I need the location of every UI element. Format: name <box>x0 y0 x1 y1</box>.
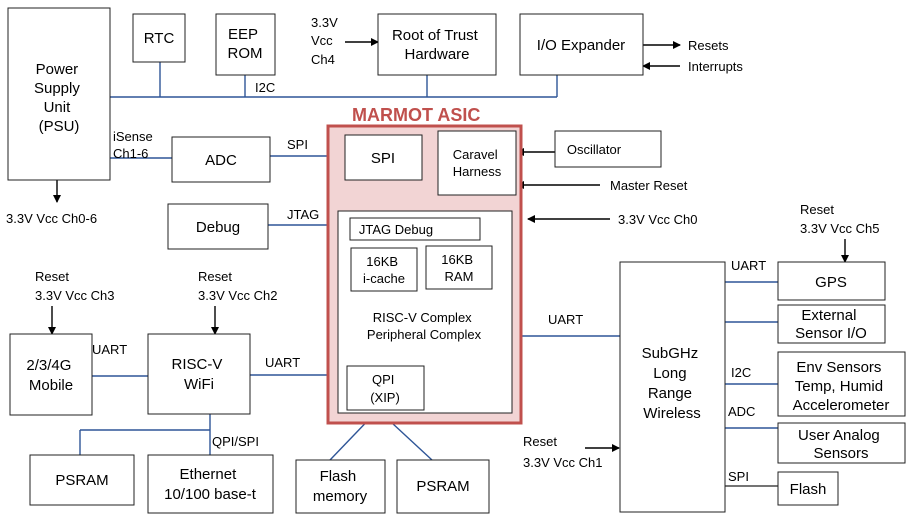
caravel-label: Caravel Harness <box>453 147 502 179</box>
psu-label: Power Supply Unit (PSU) <box>34 61 84 135</box>
adc-user-label: ADC <box>728 404 755 419</box>
psram-center-box <box>396 459 490 514</box>
adc-box <box>171 136 271 183</box>
riscv-wifi-box <box>147 333 251 415</box>
subghz-box <box>619 261 726 513</box>
flash-right-label: Flash <box>790 481 827 498</box>
eeprom-label: EEP ROM <box>228 26 263 62</box>
root-of-trust-box <box>377 13 497 76</box>
i2c-label: I2C <box>255 80 275 95</box>
icache-box <box>350 247 418 292</box>
flash-right-box <box>777 471 839 506</box>
jtag-debug-box <box>349 217 481 241</box>
psram-center-label: PSRAM <box>416 478 469 495</box>
user-analog-label: User Analog Sensors <box>798 427 884 462</box>
oscillator-label: Oscillator <box>567 142 622 157</box>
wifi-reset-label: Reset 3.3V Vcc Ch2 <box>198 269 278 303</box>
io-expander-box <box>519 13 644 76</box>
master-reset-label: Master Reset <box>610 178 688 193</box>
psu-output-label: 3.3V Vcc Ch0-6 <box>6 211 97 226</box>
jtag-label: JTAG <box>287 207 319 222</box>
uart-mobile-label: UART <box>92 342 127 357</box>
vcc-ch4-label: 3.3V Vcc Ch4 <box>311 15 341 67</box>
env-sensors-label: Env Sensors Temp, Humid Accelerometer <box>793 359 890 414</box>
root-of-trust-label: Root of Trust Hardware <box>392 27 482 63</box>
external-sensor-box <box>777 304 886 344</box>
jtag-debug-label: JTAG Debug <box>359 222 433 237</box>
oscillator-box <box>554 130 662 168</box>
gps-reset-label: Reset 3.3V Vcc Ch5 <box>800 202 880 236</box>
icache-label: 16KB i-cache <box>363 254 405 286</box>
ram-label: 16KB RAM <box>441 252 476 284</box>
env-sensors-box <box>777 351 906 417</box>
subghz-reset-label: Reset 3.3V Vcc Ch1 <box>523 434 603 470</box>
io-expander-label: I/O Expander <box>537 37 625 54</box>
qpi-xip-label: QPI (XIP) <box>370 372 400 405</box>
isense-label: iSense Ch1-6 <box>113 129 156 161</box>
flash-memory-box <box>295 459 386 514</box>
asic-title: MARMOT ASIC <box>352 105 480 125</box>
interrupts-label: Interrupts <box>688 59 743 74</box>
gps-box <box>777 261 886 301</box>
uart-subghz-label: UART <box>548 312 583 327</box>
i2c-env-label: I2C <box>731 365 751 380</box>
external-sensor-label: External Sensor I/O <box>795 307 867 342</box>
caravel-harness-box <box>437 130 517 196</box>
spi-box <box>344 134 423 181</box>
spi-label: SPI <box>371 150 395 167</box>
spi-link-label: SPI <box>287 137 308 152</box>
vcc-ch0-label: 3.3V Vcc Ch0 <box>618 212 698 227</box>
spi-flash-label: SPI <box>728 469 749 484</box>
qpi-xip-box <box>346 365 425 411</box>
resets-label: Resets <box>688 38 729 53</box>
ram-box <box>425 245 493 290</box>
rtc-box <box>132 13 186 63</box>
mobile-label: 2/3/4G Mobile <box>26 357 75 394</box>
flash-memory-label: Flash memory <box>313 468 368 505</box>
gps-label: GPS <box>815 274 847 291</box>
debug-label: Debug <box>196 219 240 236</box>
eeprom-box <box>215 13 276 76</box>
mobile-box <box>9 333 93 416</box>
psram-left-label: PSRAM <box>55 472 108 489</box>
debug-box <box>167 203 269 250</box>
rtc-label: RTC <box>144 30 175 47</box>
ethernet-box <box>147 454 274 514</box>
user-analog-box <box>777 422 906 464</box>
psram-left-box <box>29 454 135 506</box>
ethernet-label: Ethernet 10/100 base-t <box>164 466 257 503</box>
adc-label: ADC <box>205 152 237 169</box>
qpi-spi-label: QPI/SPI <box>212 434 259 449</box>
psu-box <box>7 7 111 181</box>
riscv-wifi-label: RISC-V WiFi <box>171 356 226 393</box>
uart-gps-label: UART <box>731 258 766 273</box>
subghz-label: SubGHz Long Range Wireless <box>642 345 703 422</box>
mobile-reset-label: Reset 3.3V Vcc Ch3 <box>35 269 115 303</box>
riscv-complex-label: RISC-V Complex Peripheral Complex <box>367 310 482 342</box>
uart-wifi-label: UART <box>265 355 300 370</box>
